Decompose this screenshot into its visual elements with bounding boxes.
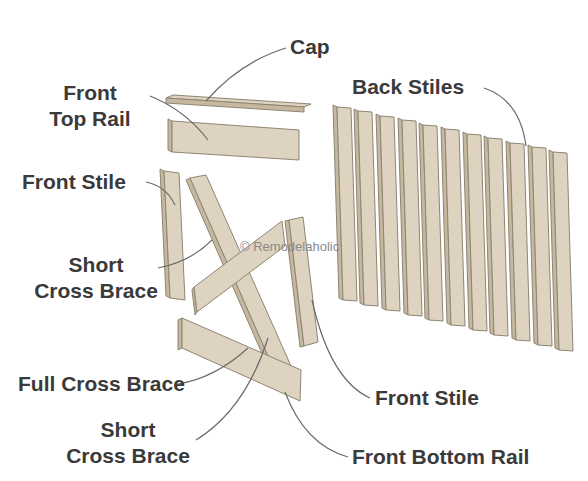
watermark: © Remodelaholic bbox=[240, 239, 339, 255]
right-stile-board bbox=[285, 217, 318, 347]
part-label: Front Bottom Rail bbox=[352, 444, 529, 470]
bottom-rail-board bbox=[178, 318, 301, 401]
part-label: Short Cross Brace bbox=[58, 417, 198, 469]
part-label: Front Top Rail bbox=[30, 80, 150, 132]
label-line: Short bbox=[58, 417, 198, 443]
label-line: Cross Brace bbox=[28, 278, 164, 304]
back-stiles bbox=[333, 105, 573, 351]
part-label: Short Cross Brace bbox=[28, 252, 164, 304]
part-label: Full Cross Brace bbox=[18, 371, 185, 397]
label-line: Top Rail bbox=[30, 106, 150, 132]
part-label: Front Stile bbox=[22, 169, 126, 195]
part-label: Cap bbox=[290, 34, 330, 60]
label-line: Short bbox=[28, 252, 164, 278]
part-label: Front Stile bbox=[375, 385, 479, 411]
short-brace-boards bbox=[192, 221, 285, 315]
top-rail-board bbox=[168, 119, 299, 160]
leader-lines bbox=[146, 48, 526, 457]
part-label: Back Stiles bbox=[352, 74, 464, 100]
left-stile-board bbox=[160, 169, 185, 300]
label-line: Front bbox=[30, 80, 150, 106]
cap-board bbox=[166, 95, 311, 112]
label-line: Cross Brace bbox=[58, 443, 198, 469]
